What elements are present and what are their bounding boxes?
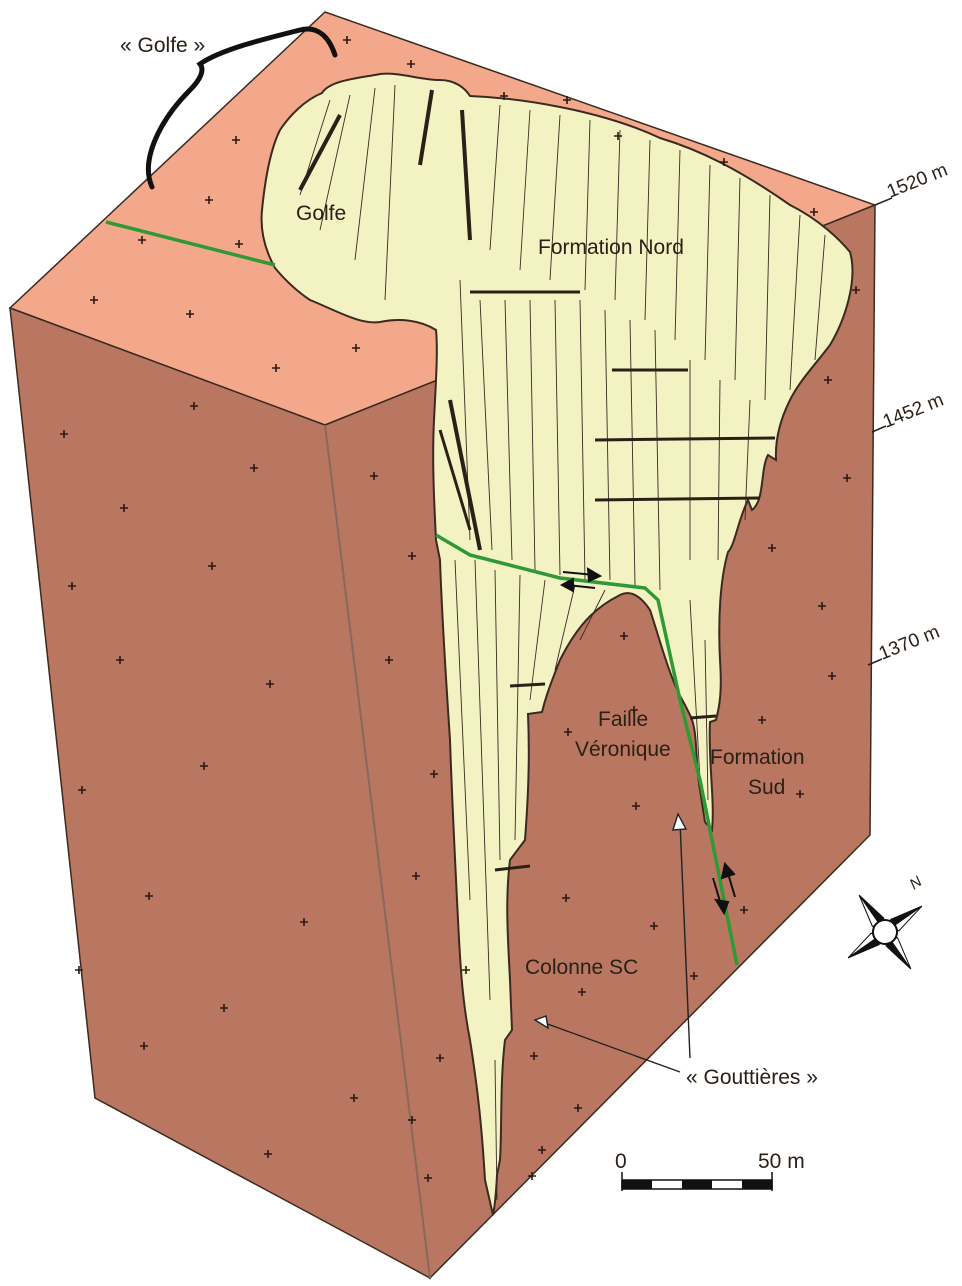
faille-label-line2: Véronique (575, 738, 671, 761)
faille-label-line1: Faille (598, 708, 648, 731)
formation-nord-label: Formation Nord (538, 236, 684, 259)
elevation-label-1370: 1370 m (876, 621, 943, 664)
gouttieres-label: « Gouttières » (686, 1066, 818, 1089)
formation-sud-label-line2: Sud (748, 776, 785, 799)
elevation-label-1520: 1520 m (884, 159, 951, 202)
golfe-label: Golfe (296, 202, 346, 225)
formation-sud-label-line1: Formation (710, 746, 805, 769)
golfe-quote-label: « Golfe » (120, 34, 205, 57)
compass-rose-icon (822, 869, 947, 994)
scale-bar (622, 1172, 772, 1191)
scale-bar-end-label: 50 m (758, 1150, 805, 1173)
scale-bar-start-label: 0 (615, 1150, 627, 1173)
colonne-sc-label: Colonne SC (525, 956, 638, 979)
compass-north-label: N (907, 873, 926, 893)
elevation-label-1452: 1452 m (880, 389, 947, 432)
